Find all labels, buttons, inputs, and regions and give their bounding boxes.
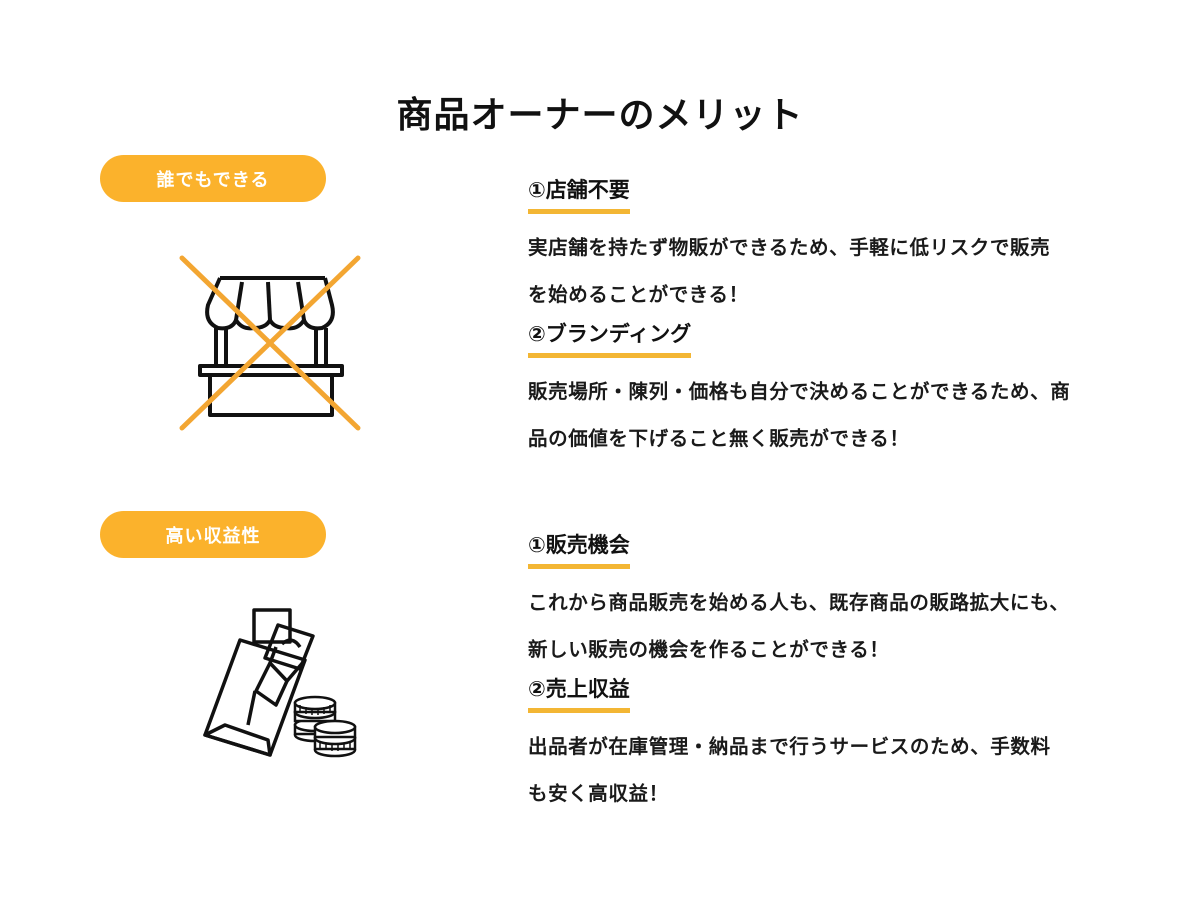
body-line: 品の価値を下げること無く販売ができる！ (528, 427, 910, 450)
badge-high-profitability: 高い収益性 (100, 511, 326, 558)
point-branding: ②ブランディング 販売場所・陳列・価格も自分で決めることができるため、商 品の価… (528, 320, 1148, 462)
point-title: ①店舗不要 (528, 176, 630, 214)
point-body: 出品者が在庫管理・納品まで行うサービスのため、手数料 も安く高収益！ (528, 723, 1148, 817)
point-body: これから商品販売を始める人も、既存商品の販路拡大にも、 新しい販売の機会を作るこ… (528, 579, 1148, 673)
point-title: ②ブランディング (528, 320, 692, 358)
page-title: 商品オーナーのメリット (396, 95, 804, 137)
point-title: ①販売機会 (528, 531, 630, 569)
point-body: 販売場所・陳列・価格も自分で決めることができるため、商 品の価値を下げること無く… (528, 368, 1148, 462)
money-and-coins-icon (190, 595, 370, 760)
body-line: これから商品販売を始める人も、既存商品の販路拡大にも、 (528, 591, 1070, 614)
point-no-store-needed: ①店舗不要 実店舗を持たず物販ができるため、手軽に低リスクで販売 を始めることが… (528, 176, 1148, 318)
body-line: を始めることができる！ (528, 283, 749, 306)
body-line: も安く高収益！ (528, 782, 669, 805)
point-sales-revenue: ②売上収益 出品者が在庫管理・納品まで行うサービスのため、手数料 も安く高収益！ (528, 675, 1148, 817)
point-sales-opportunity: ①販売機会 これから商品販売を始める人も、既存商品の販路拡大にも、 新しい販売の… (528, 531, 1148, 673)
point-title: ②売上収益 (528, 675, 630, 713)
body-line: 実店舗を持たず物販ができるため、手軽に低リスクで販売 (528, 236, 1051, 259)
body-line: 販売場所・陳列・価格も自分で決めることができるため、商 (528, 380, 1071, 403)
point-body: 実店舗を持たず物販ができるため、手軽に低リスクで販売 を始めることができる！ (528, 224, 1148, 318)
body-line: 出品者が在庫管理・納品まで行うサービスのため、手数料 (528, 735, 1051, 758)
body-line: 新しい販売の機会を作ることができる！ (528, 638, 890, 661)
badge-anyone-can-do: 誰でもできる (100, 155, 326, 202)
shop-stall-crossed-out-icon (170, 250, 370, 435)
